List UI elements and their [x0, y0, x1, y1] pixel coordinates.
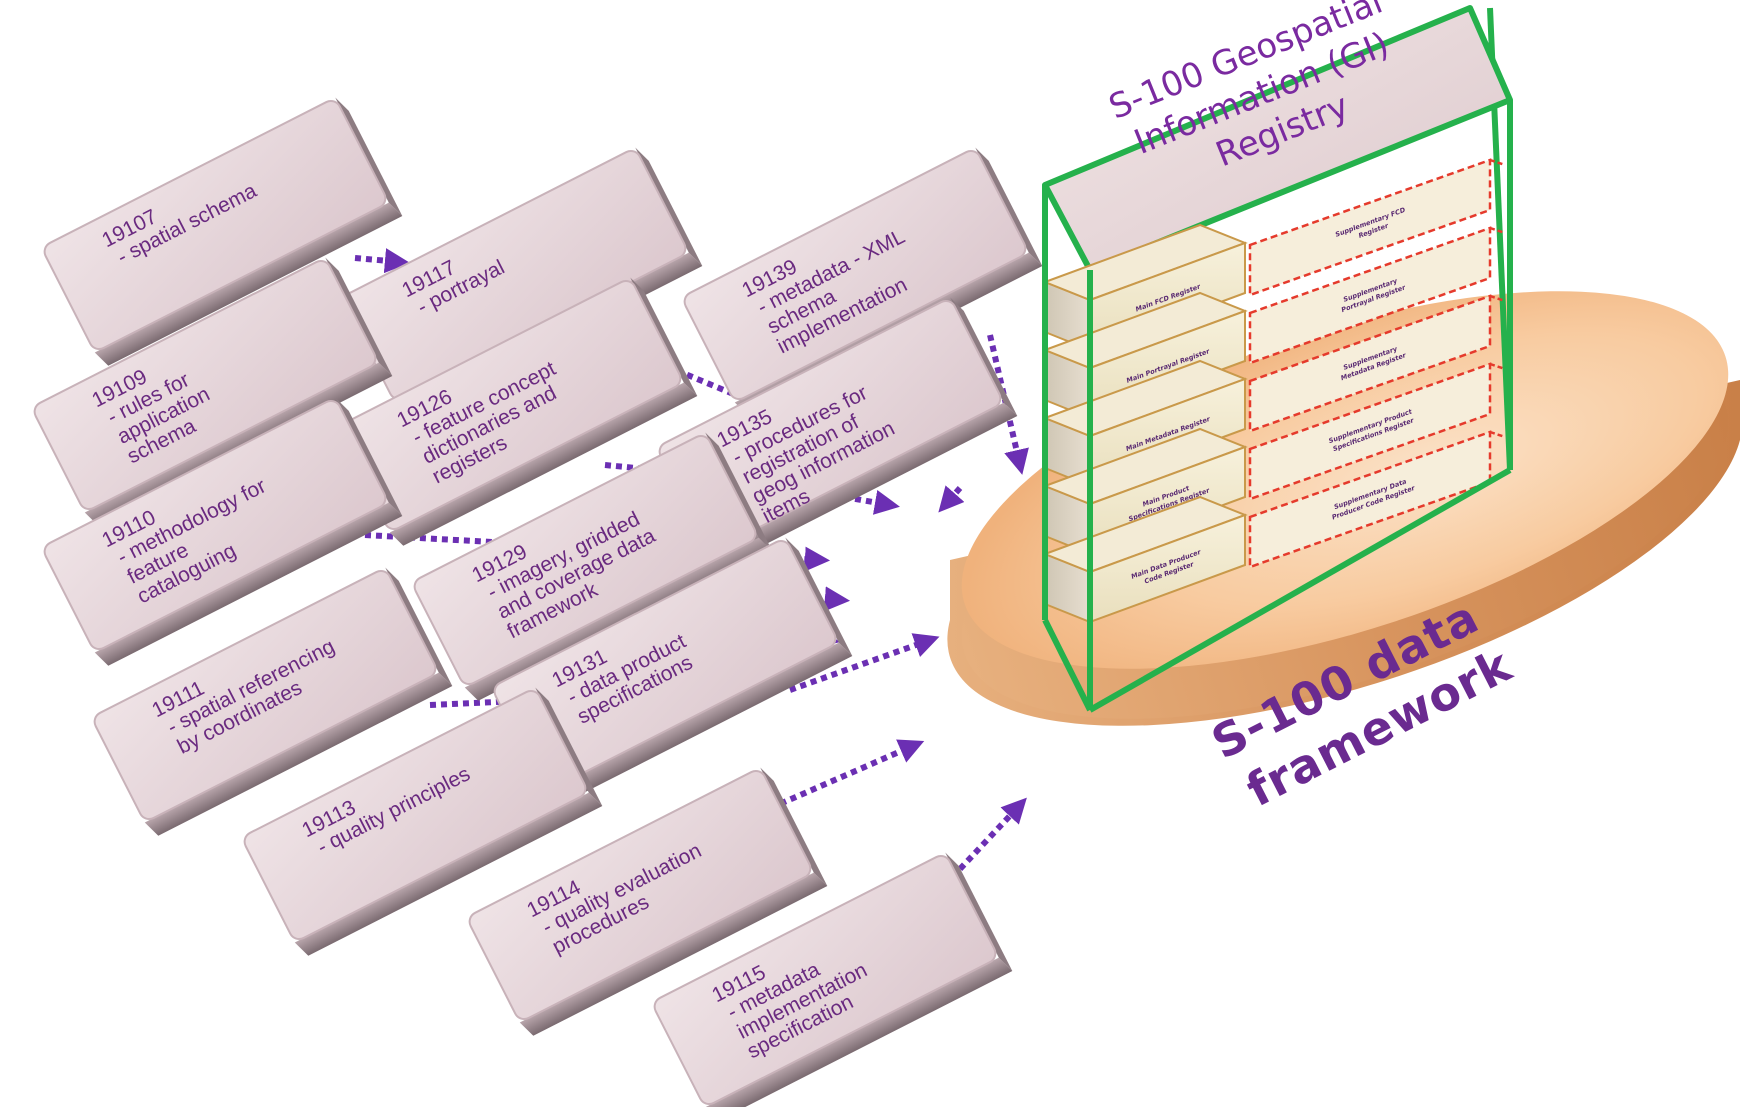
supplementary-register-face [1248, 158, 1492, 297]
standard-tile-19131: 19131- data productspecifications [493, 537, 853, 806]
dependency-arrow [788, 633, 940, 693]
tile-face [43, 99, 387, 351]
tile-side [464, 537, 773, 701]
tile-side [94, 202, 403, 366]
tile-face [43, 399, 387, 651]
supplementary-register-edge [1489, 158, 1506, 167]
tile-edge [975, 147, 1043, 266]
standard-tile-19107: 19107- spatial schema [43, 97, 403, 366]
tile-edge [535, 687, 603, 806]
tile-face [413, 434, 757, 686]
tile-side [94, 502, 403, 666]
standard-tile-19135: 19135- procedures forregistration ofgeog… [658, 297, 1018, 566]
registry-bottom-left-edge [1042, 618, 1093, 712]
tile-edge [785, 537, 853, 656]
tile-edge [945, 852, 1013, 971]
supplementary-register-edge [1489, 430, 1506, 439]
standard-tile-19110: 19110- methodology forfeaturecataloguing [43, 397, 403, 666]
tile-edge [335, 97, 403, 216]
dependency-arrow [938, 485, 965, 513]
tile-face [33, 259, 377, 511]
tile-side [389, 382, 698, 546]
tile-edge [635, 147, 703, 266]
tile-face [683, 149, 1027, 401]
dependency-arrow [354, 248, 411, 274]
tile-edge [335, 397, 403, 516]
tile-face [243, 689, 587, 941]
dependency-arrow [942, 797, 1027, 888]
registry-bottom-right-edge [1088, 467, 1512, 713]
supplementary-register-edge [1489, 294, 1506, 303]
tile-side [519, 872, 828, 1036]
tile-side [709, 402, 1018, 566]
standard-tile-19114: 19114- quality evaluationprocedures [468, 767, 828, 1036]
tile-face [653, 854, 997, 1106]
supplementary-register-face [1248, 430, 1492, 569]
tile-edge [705, 432, 773, 551]
tile-side [294, 792, 603, 956]
supplementary-register-5: Supplementary DataProducer Code Register [1248, 430, 1506, 569]
tile-side [704, 957, 1013, 1107]
supplementary-register-face [1248, 226, 1492, 365]
supplementary-register-face [1248, 362, 1492, 501]
tile-face [93, 569, 437, 821]
main-register-5: Main Data ProducerCode Register [1042, 495, 1248, 624]
tile-edge [385, 567, 453, 686]
tile-side [544, 642, 853, 806]
supplementary-register-edge [1489, 362, 1506, 371]
tile-side [144, 672, 453, 836]
tile-face [468, 769, 812, 1021]
tile-edge [950, 297, 1018, 416]
standard-tile-19115: 19115- metadataimplementationspecificati… [653, 852, 1013, 1107]
supplementary-register-3: SupplementaryMetadata Register [1248, 294, 1506, 433]
standard-tile-19129: 19129- imagery, griddedand coverage data… [413, 432, 773, 701]
standard-tile-19113: 19113- quality principles [243, 687, 603, 956]
supplementary-register-2: SupplementaryPortrayal Register [1248, 226, 1506, 365]
supplementary-register-1: Supplementary FCDRegister [1248, 158, 1506, 297]
supplementary-register-edge [1489, 226, 1506, 235]
supplementary-register-face [1248, 294, 1492, 433]
tile-edge [325, 257, 393, 376]
tile-edge [630, 277, 698, 396]
gi-registry: S-100 Geospatial Information (GI) Regist… [1042, 0, 1513, 713]
tile-edge [760, 767, 828, 886]
